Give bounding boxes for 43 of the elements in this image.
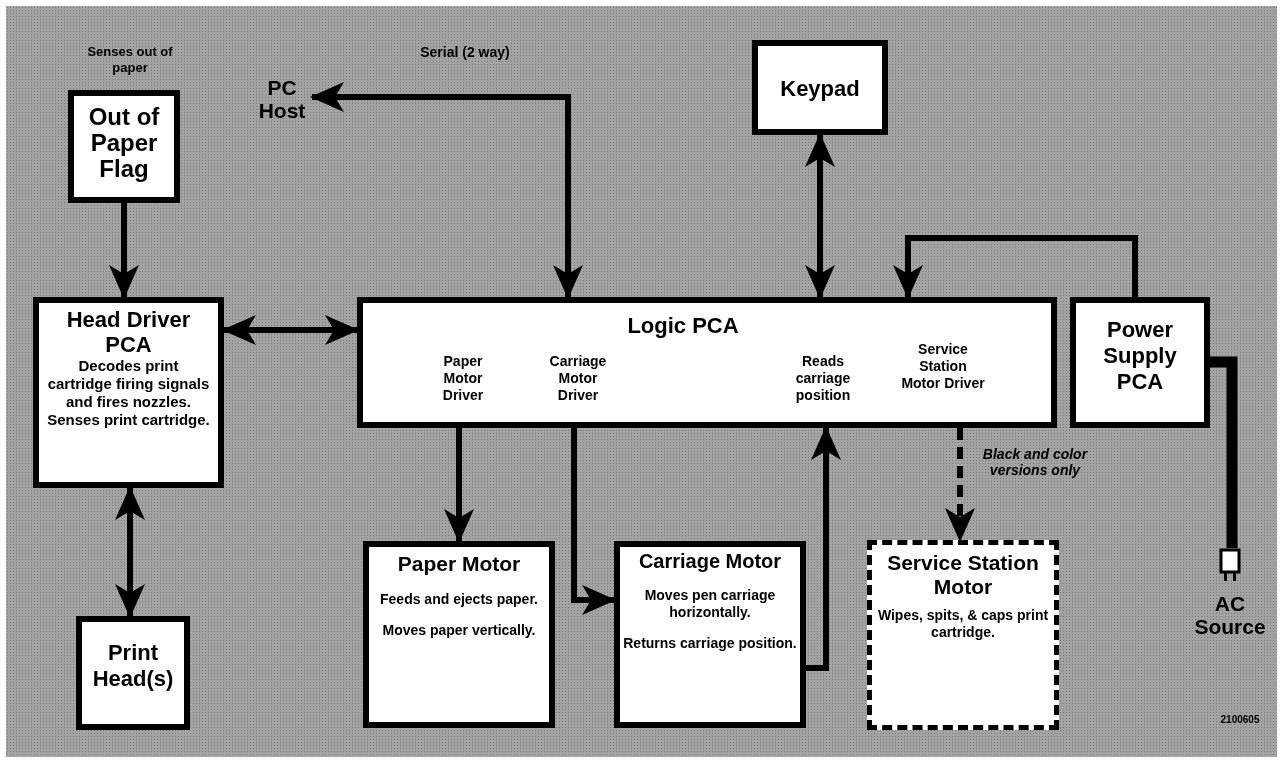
block-label: Paper Motor Driver — [441, 353, 485, 404]
arrow — [893, 235, 1138, 299]
box-title: Logic PCA — [626, 313, 740, 339]
block-label: Carriage Motor Driver — [548, 353, 608, 404]
node-caption: Senses out of paper — [86, 44, 174, 76]
arrow — [109, 203, 139, 299]
arrow — [444, 428, 474, 543]
box-title: Head Driver PCA — [65, 307, 192, 357]
edge-label: Serial (2 way) — [419, 44, 511, 60]
box-title: Power Supply PCA — [1102, 317, 1178, 395]
dashed-arrow — [945, 428, 975, 542]
block-label: Service Station Motor Driver — [900, 341, 986, 392]
arrow — [571, 428, 616, 615]
box-title: Keypad — [780, 76, 860, 102]
process-box — [614, 541, 806, 728]
process-box — [76, 616, 190, 730]
node-label: AC Source — [1193, 592, 1267, 638]
figure-number: 2100605 — [1219, 713, 1261, 727]
block-label: Reads carriage position — [794, 353, 852, 404]
process-box — [752, 40, 888, 135]
edge-label: Black and color versions only — [981, 446, 1089, 478]
process-box — [33, 297, 224, 488]
arrow — [310, 82, 583, 299]
box-title: Carriage Motor — [638, 549, 782, 573]
dashed-process-box — [867, 540, 1059, 730]
box-description: Returns carriage position. — [623, 635, 797, 652]
power-cord — [1210, 356, 1238, 548]
process-box — [357, 297, 1057, 428]
box-title: Out of Paper Flag — [87, 104, 161, 182]
box-description: Moves paper vertically. — [382, 622, 536, 639]
box-description: Wipes, spits, & caps print cartridge. — [876, 607, 1050, 641]
process-box — [1070, 297, 1210, 428]
box-description: Moves pen carriage horizontally. — [643, 587, 777, 621]
box-title: Service Station Motor — [886, 551, 1040, 599]
arrow — [806, 426, 841, 671]
box-title: Print Head(s) — [91, 640, 175, 692]
arrow — [805, 133, 835, 299]
box-description: Decodes print cartridge firing signals and fires nozzles. Senses print cartridge. — [46, 357, 211, 429]
node-label: PC Host — [257, 76, 307, 122]
arrow — [115, 486, 145, 618]
process-box — [363, 541, 555, 728]
box-description: Feeds and ejects paper. — [380, 591, 538, 608]
box-title: Paper Motor — [397, 551, 521, 577]
